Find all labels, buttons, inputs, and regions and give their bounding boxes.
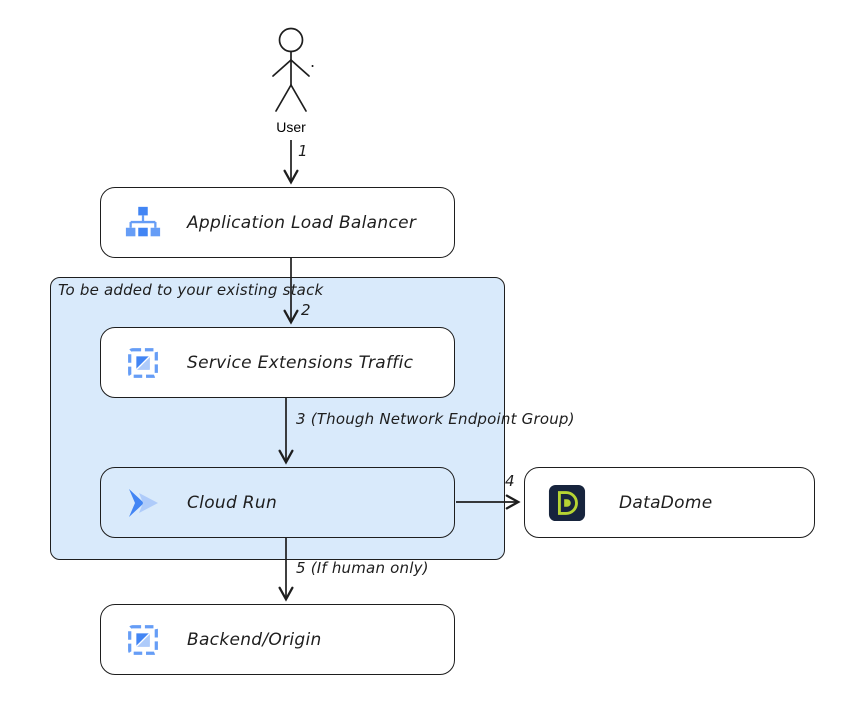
edge-2-label: 2 xyxy=(301,301,311,319)
stack-container-label: To be added to your existing stack xyxy=(58,281,324,299)
node-label: Service Extensions Traffic xyxy=(187,352,414,373)
edge-3-label: 3 (Though Network Endpoint Group) xyxy=(296,410,575,428)
node-datadome: DataDome xyxy=(524,467,815,538)
user-actor-figure xyxy=(272,27,310,112)
chip-icon xyxy=(123,620,163,660)
load-balancer-icon xyxy=(123,203,163,243)
datadome-icon xyxy=(547,483,587,523)
node-label: Application Load Balancer xyxy=(187,212,417,233)
node-label: DataDome xyxy=(619,492,713,513)
node-label: Cloud Run xyxy=(187,492,278,513)
user-actor-label: User xyxy=(276,119,306,135)
cloud-run-icon xyxy=(123,483,163,523)
edge-4-label: 4 xyxy=(505,472,515,490)
stack-container: To be added to your existing stack xyxy=(50,277,505,560)
edge-1-label: 1 xyxy=(298,142,308,160)
node-cloud-run: Cloud Run xyxy=(100,467,455,538)
chip-icon xyxy=(123,343,163,383)
node-backend-origin: Backend/Origin xyxy=(100,604,455,675)
node-service-extensions-traffic: Service Extensions Traffic xyxy=(100,327,455,398)
node-label: Backend/Origin xyxy=(187,629,322,650)
actor-dot: . xyxy=(310,52,316,71)
node-application-load-balancer: Application Load Balancer xyxy=(100,187,455,258)
edge-5-label: 5 (If human only) xyxy=(296,559,429,577)
